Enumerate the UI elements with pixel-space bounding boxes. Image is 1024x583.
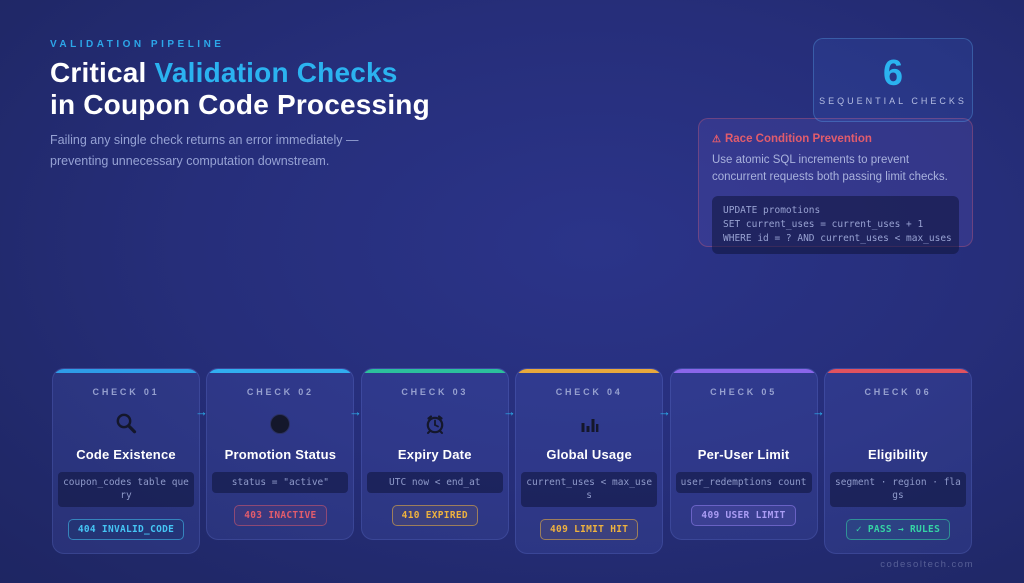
watermark: codesoltech.com (880, 559, 974, 570)
accent-bar (361, 369, 508, 373)
flow-arrow-icon: → (812, 404, 825, 419)
status-badge: 410 EXPIRED (391, 505, 478, 527)
check-number-label: CHECK 03 (401, 387, 469, 397)
check-title: Global Usage (546, 447, 632, 462)
check-title: Code Existence (76, 447, 176, 462)
check-card-per-user-limit: CHECK 05 Per-User Limit user_redemptions… (669, 368, 818, 541)
eyebrow-label: VALIDATION PIPELINE (50, 39, 225, 50)
check-number-label: CHECK 06 (864, 387, 932, 397)
check-card-global-usage: CHECK 04 Global Usage current_uses < max… (515, 368, 664, 554)
race-card-body: Use atomic SQL increments to prevent con… (712, 154, 948, 184)
check-number-label: CHECK 01 (92, 387, 160, 397)
filled-circle-icon (267, 406, 293, 442)
accent-bar (207, 369, 354, 373)
check-title: Per-User Limit (697, 447, 790, 462)
alarm-clock-icon (422, 406, 448, 442)
check-code-snippet: segment · region · flags (829, 472, 966, 507)
check-code-snippet: current_uses < max_uses (521, 472, 658, 507)
sql-code-block: UPDATE promotions SET current_uses = cur… (712, 195, 959, 255)
subtitle: Failing any single check returns an erro… (50, 133, 359, 168)
check-title: Promotion Status (224, 447, 337, 462)
check-title: Expiry Date (397, 447, 472, 462)
bar-chart-icon (576, 406, 602, 442)
flow-arrow-icon: → (503, 404, 516, 419)
accent-bar (516, 369, 663, 373)
check-title: Eligibility (867, 447, 928, 462)
check-card-code-existence: CHECK 01 Code Existence coupon_codes tab… (52, 368, 200, 554)
check-code-snippet: coupon_codes table query (58, 472, 194, 507)
warning-icon: ⚠ (712, 134, 721, 145)
title-part-accent: Validation Checks (154, 57, 398, 88)
check-card-expiry-date: CHECK 03 Expiry Date UTC now < end_at 41… (360, 368, 509, 541)
check-number-label: CHECK 04 (555, 387, 623, 397)
check-code-snippet: status = "active" (212, 472, 349, 494)
checks-row: CHECK 01 Code Existence coupon_codes tab… (52, 368, 972, 554)
race-condition-card: ⚠Race Condition Prevention Use atomic SQ… (698, 118, 973, 255)
status-badge: 404 INVALID_CODE (67, 518, 185, 540)
check-number-label: CHECK 05 (710, 387, 778, 397)
sql-line-3: WHERE id = ? AND current_uses < max_uses (723, 233, 952, 244)
status-badge: ✓ PASS → RULES (845, 518, 951, 540)
status-badge: 409 LIMIT HIT (540, 518, 639, 540)
check-card-promotion-status: CHECK 02 Promotion Status status = "acti… (206, 368, 355, 541)
accent-bar (670, 369, 817, 373)
title-part-white: Critical (50, 57, 155, 88)
sql-line-1: UPDATE promotions (723, 204, 821, 216)
check-code-snippet: UTC now < end_at (366, 472, 503, 494)
flow-arrow-icon: → (195, 404, 208, 419)
accent-bar (53, 369, 199, 373)
accent-bar (824, 369, 971, 373)
stat-value: 6 (882, 52, 904, 94)
magnifier-icon (113, 406, 139, 442)
sequential-checks-stat-card: 6 SEQUENTIAL CHECKS (813, 38, 973, 122)
stat-label: SEQUENTIAL CHECKS (819, 95, 967, 106)
check-card-eligibility: CHECK 06 Eligibility segment · region · … (823, 368, 972, 554)
check-number-label: CHECK 02 (246, 387, 314, 397)
flow-arrow-icon: → (658, 404, 671, 419)
status-badge: 409 USER LIMIT (691, 505, 796, 527)
title-line2: in Coupon Code Processing (50, 88, 430, 120)
sql-line-2: SET current_uses = current_uses + 1 (723, 218, 924, 230)
race-card-title-text: Race Condition Prevention (724, 133, 872, 145)
check-code-snippet: user_redemptions count (675, 472, 812, 494)
race-card-title: ⚠Race Condition Prevention (712, 133, 959, 145)
status-badge: 403 INACTIVE (234, 505, 327, 527)
flow-arrow-icon: → (349, 404, 362, 419)
